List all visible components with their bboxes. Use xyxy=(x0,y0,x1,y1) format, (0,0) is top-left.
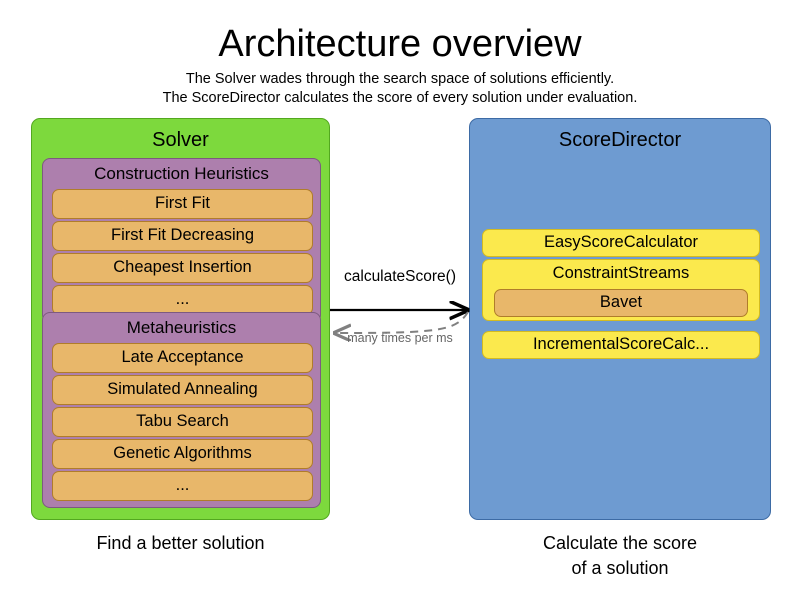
box-constraint-streams-label: ConstraintStreams xyxy=(552,264,690,282)
scoredirector-panel: ScoreDirector EasyScoreCalculator Constr… xyxy=(469,118,771,520)
box-incremental-score-calculator[interactable]: IncrementalScoreCalc... xyxy=(482,331,760,359)
box-bavet[interactable]: Bavet xyxy=(494,289,748,317)
list-item[interactable]: Genetic Algorithms xyxy=(52,439,313,469)
caption-scoredirector: Calculate the score of a solution xyxy=(469,531,771,581)
list-item[interactable]: Cheapest Insertion xyxy=(52,253,313,283)
solver-panel-title: Solver xyxy=(152,129,209,151)
scoredirector-panel-title: ScoreDirector xyxy=(558,129,682,151)
list-item[interactable]: Late Acceptance xyxy=(52,343,313,373)
page-title: Architecture overview xyxy=(218,23,582,65)
page-subtitle-line-2: The ScoreDirector calculates the score o… xyxy=(162,90,638,106)
metaheuristics-item-list: Late Acceptance Simulated Annealing Tabu… xyxy=(52,343,313,501)
arrow-label-many-times-per-ms: many times per ms xyxy=(347,331,453,345)
list-item[interactable]: First Fit xyxy=(52,189,313,219)
solver-panel: Solver Construction Heuristics First Fit… xyxy=(31,118,330,520)
list-item[interactable]: ... xyxy=(52,471,313,501)
box-constraint-streams[interactable]: ConstraintStreams Bavet xyxy=(482,259,760,321)
caption-scoredirector-line-2: of a solution xyxy=(571,558,669,578)
arrow-many-times-per-ms xyxy=(336,311,469,333)
group-metaheuristics: Metaheuristics Late Acceptance Simulated… xyxy=(42,312,321,508)
list-item[interactable]: Simulated Annealing xyxy=(52,375,313,405)
arrow-label-calculate-score: calculateScore() xyxy=(344,268,456,285)
group-construction-heuristics: Construction Heuristics First Fit First … xyxy=(42,158,321,323)
page-subtitle-line-1: The Solver wades through the search spac… xyxy=(185,71,615,87)
list-item[interactable]: Tabu Search xyxy=(52,407,313,437)
list-item[interactable]: ... xyxy=(52,285,313,315)
group-construction-heuristics-title: Construction Heuristics xyxy=(94,164,269,183)
page-header: Architecture overview The Solver wades t… xyxy=(0,22,800,108)
list-item[interactable]: First Fit Decreasing xyxy=(52,221,313,251)
caption-scoredirector-line-1: Calculate the score xyxy=(542,533,698,553)
arrow-connectors xyxy=(330,255,480,355)
box-easy-score-calculator[interactable]: EasyScoreCalculator xyxy=(482,229,760,257)
construction-heuristics-item-list: First Fit First Fit Decreasing Cheapest … xyxy=(52,189,313,315)
caption-solver: Find a better solution xyxy=(96,533,265,553)
group-metaheuristics-title: Metaheuristics xyxy=(126,318,237,337)
